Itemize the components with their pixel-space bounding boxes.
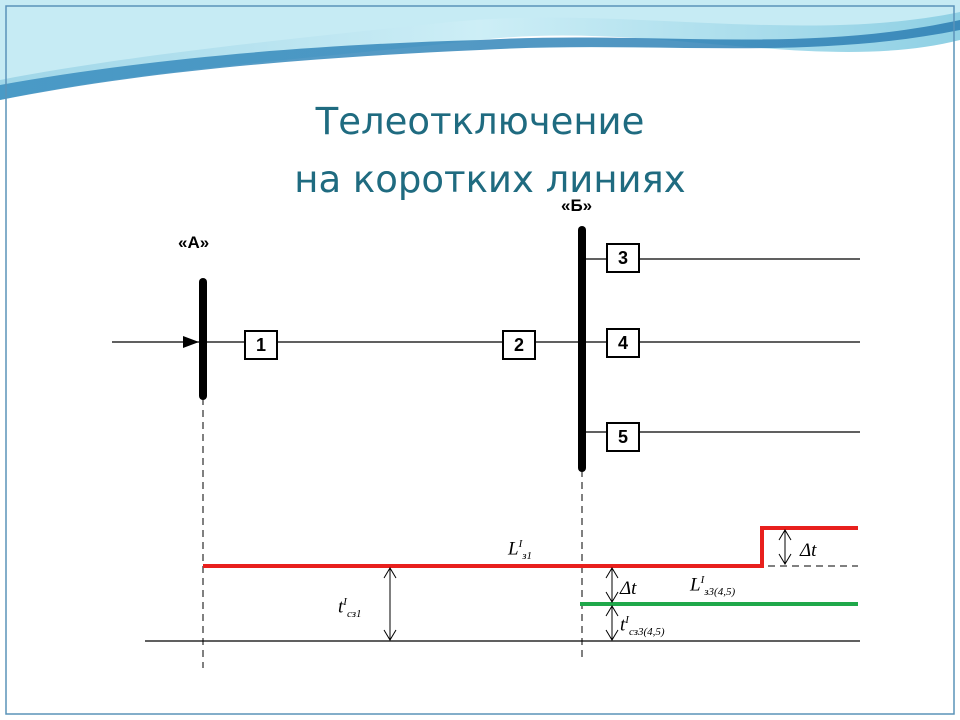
incoming-arrow [183,336,199,348]
dim-t1-arrow-down [383,629,397,641]
label-l-z1: LIз1 [508,538,533,563]
wave-dark [0,20,960,100]
relay-box-4: 4 [606,328,640,358]
dim-t3-arrow-up [605,605,619,617]
relay-box-5: 5 [606,422,640,452]
label-t-sz3: tIсз3(4,5) [620,614,665,639]
relay-box-2: 2 [502,330,536,360]
dim-dt-lower-arrow-up [605,567,619,579]
title-line-2: на коротких линиях [294,158,686,201]
dim-dt-upper-arrow-down [778,553,792,565]
title-line-1: Телеотключение [315,100,645,143]
dim-dt-lower-arrow-down [605,591,619,603]
label-t-sz1: tIсз1 [338,596,362,621]
node-b-label: «Б» [561,196,593,215]
dim-t3-arrow-down [605,629,619,641]
node-a-label: «А» [178,233,210,252]
dim-dt-upper-arrow-up [778,529,792,541]
label-l-z3: LIз3(4,5) [690,574,736,599]
label-delta-t-lower: Δt [620,578,637,599]
relay-box-1: 1 [244,330,278,360]
relay-box-3: 3 [606,243,640,273]
label-delta-t-upper: Δt [800,540,817,561]
wave-pale [0,0,960,80]
slide-frame [5,5,955,715]
red-characteristic [203,526,858,568]
dim-t1-arrow-up [383,567,397,579]
